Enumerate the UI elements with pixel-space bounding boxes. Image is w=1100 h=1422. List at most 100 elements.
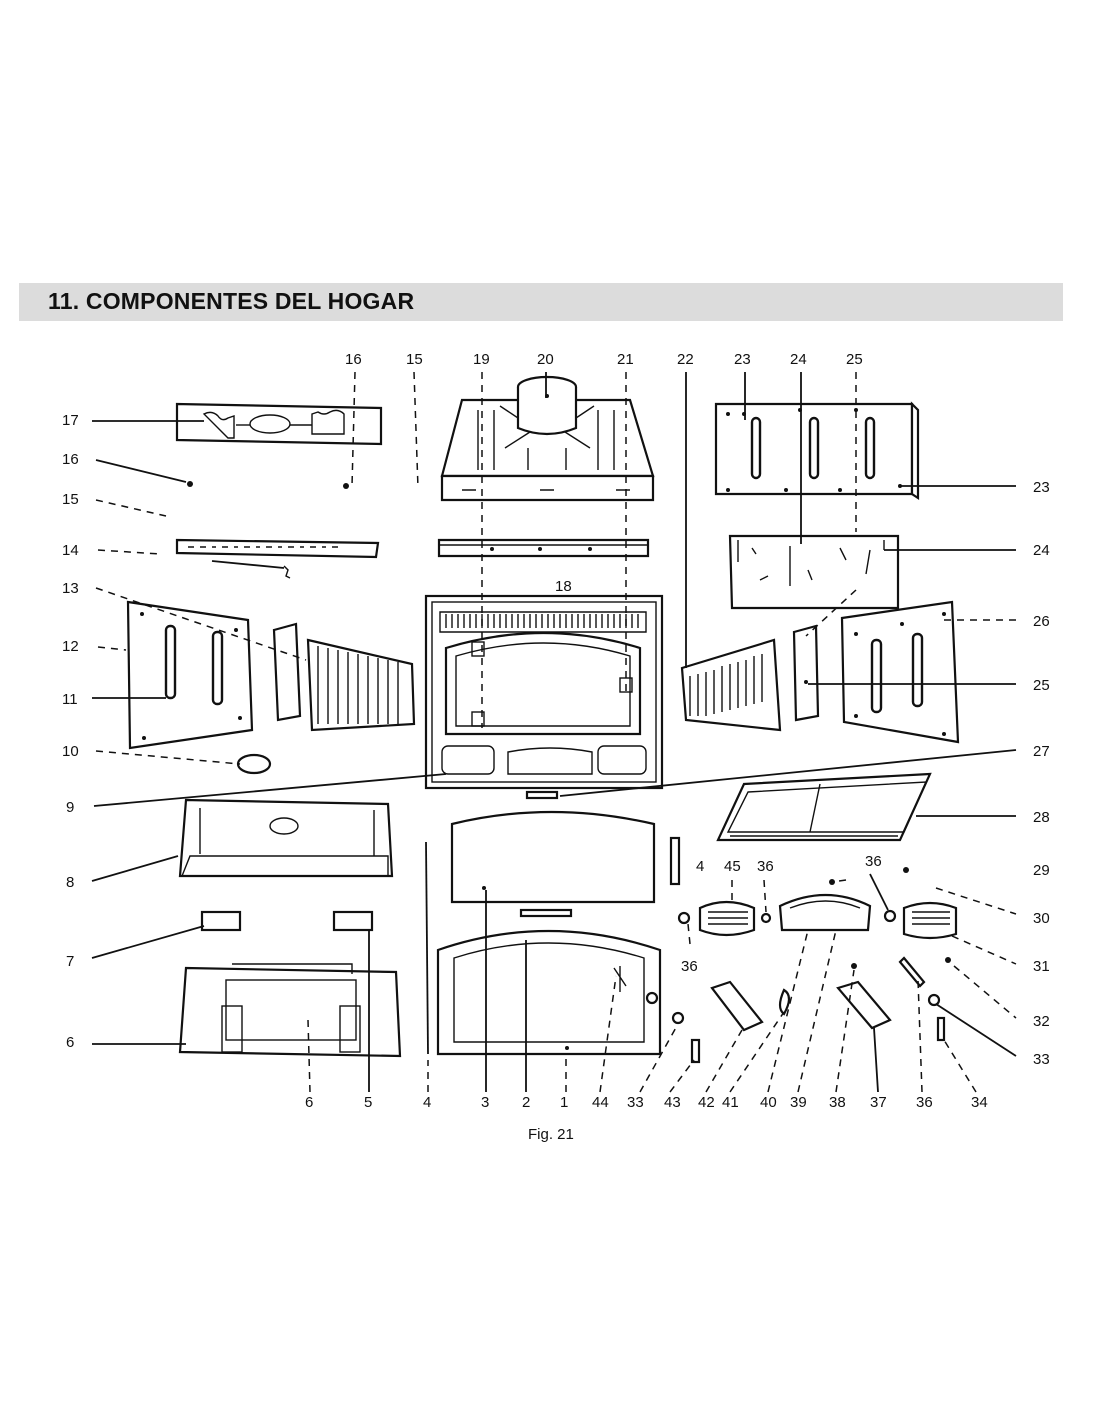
part-front-frame — [424, 594, 664, 790]
callout-label: 40 — [760, 1094, 777, 1111]
part-small-screw — [671, 1011, 685, 1025]
part-rod-right — [669, 836, 681, 886]
callout-label: 7 — [66, 953, 74, 970]
bottom-callouts: 6 5 4 3 2 1 44 33 43 42 41 40 39 38 37 3… — [305, 1094, 988, 1111]
callout-label: 10 — [62, 743, 79, 760]
callout-label: 27 — [1033, 743, 1050, 760]
part-dot — [851, 963, 857, 969]
top-callouts: 16 15 19 20 21 22 23 24 25 — [345, 351, 863, 368]
callout-label: 1 — [560, 1094, 568, 1111]
part-small-pin — [936, 1016, 946, 1042]
part-small-screw — [645, 991, 659, 1005]
callout-label: 23 — [1033, 479, 1050, 496]
callout-label: 20 — [537, 351, 554, 368]
callout-label: 36 — [865, 853, 882, 870]
callout-label: 24 — [1033, 542, 1050, 559]
callout-label: 33 — [1033, 1051, 1050, 1068]
callout-label: 21 — [617, 351, 634, 368]
callout-label: 4 — [696, 858, 704, 875]
part-right-side-panel — [840, 600, 960, 744]
callout-label: 39 — [790, 1094, 807, 1111]
part-dot — [945, 957, 951, 963]
callout-label: 37 — [870, 1094, 887, 1111]
callout-label: 41 — [722, 1094, 739, 1111]
part-flue-hood — [440, 375, 655, 502]
left-callouts: 17 16 15 14 13 12 11 10 9 8 7 6 — [62, 412, 79, 1051]
part-air-vent-center — [778, 893, 872, 932]
callout-label: 31 — [1033, 958, 1050, 975]
callout-label: 36 — [757, 858, 774, 875]
part-top-left-plate — [175, 402, 383, 446]
part-right-ribbed-side — [680, 638, 782, 732]
inner-callouts: 18 4 45 36 36 36 — [555, 578, 882, 975]
part-top-tab — [525, 790, 559, 800]
callout-label: 12 — [62, 638, 79, 655]
part-left-side-panel — [126, 600, 254, 750]
callout-label: 25 — [1033, 677, 1050, 694]
part-latch — [778, 988, 791, 1016]
callout-label: 25 — [846, 351, 863, 368]
part-left-brick — [272, 622, 302, 722]
callout-label: 30 — [1033, 910, 1050, 927]
part-baffle-plate — [728, 534, 900, 610]
callout-label: 33 — [627, 1094, 644, 1111]
part-ash-plate — [716, 772, 932, 842]
callout-label: 18 — [555, 578, 572, 595]
callout-label: 36 — [916, 1094, 933, 1111]
callout-label: 19 — [473, 351, 490, 368]
callout-label: 43 — [664, 1094, 681, 1111]
callout-label: 26 — [1033, 613, 1050, 630]
part-small-screw — [883, 909, 897, 923]
callout-label: 45 — [724, 858, 741, 875]
part-air-vent-left — [698, 900, 756, 937]
callout-label: 2 — [522, 1094, 530, 1111]
part-glass-strip — [519, 908, 573, 918]
part-small-screw — [677, 911, 691, 925]
callout-label: 38 — [829, 1094, 846, 1111]
part-small-plate-right — [332, 910, 374, 932]
callout-label: 16 — [62, 451, 79, 468]
part-air-vent-right — [902, 901, 958, 940]
callout-label: 14 — [62, 542, 79, 559]
part-small-screw — [760, 912, 772, 924]
part-glass — [450, 810, 656, 904]
callout-label: 32 — [1033, 1013, 1050, 1030]
callout-label: 22 — [677, 351, 694, 368]
callout-label: 34 — [971, 1094, 988, 1111]
callout-label: 24 — [790, 351, 807, 368]
figure-caption: Fig. 21 — [528, 1126, 574, 1143]
part-small-pin — [690, 1038, 701, 1064]
part-small-screw — [927, 993, 941, 1007]
part-spring — [898, 956, 926, 988]
part-right-brick — [792, 624, 820, 722]
part-deflector-bar — [437, 538, 650, 558]
callout-label: 8 — [66, 874, 74, 891]
part-dot — [187, 481, 193, 487]
part-small-plate-left — [200, 910, 242, 932]
part-rod-left — [425, 841, 429, 1055]
callout-label: 17 — [62, 412, 79, 429]
callout-label: 44 — [592, 1094, 609, 1111]
part-door — [436, 929, 662, 1056]
leader-lines — [91, 371, 1017, 1093]
callout-label: 13 — [62, 580, 79, 597]
callout-label: 28 — [1033, 809, 1050, 826]
callout-label: 6 — [305, 1094, 313, 1111]
callout-label: 36 — [681, 958, 698, 975]
callout-label: 6 — [66, 1034, 74, 1051]
part-dot — [343, 483, 349, 489]
part-dot — [903, 867, 909, 873]
callout-label: 15 — [62, 491, 79, 508]
callout-label: 23 — [734, 351, 751, 368]
right-callouts: 23 24 26 25 27 28 29 30 31 32 33 — [1033, 479, 1050, 1068]
callout-label: 11 — [62, 691, 78, 708]
part-knob — [236, 753, 272, 775]
part-left-ribbed-side — [306, 638, 416, 732]
callout-label: 9 — [66, 799, 74, 816]
part-perforated-bar — [175, 538, 380, 579]
callout-label: 3 — [481, 1094, 489, 1111]
part-bracket-left — [710, 980, 764, 1032]
part-ash-pan — [178, 963, 402, 1058]
callout-label: 5 — [364, 1094, 372, 1111]
